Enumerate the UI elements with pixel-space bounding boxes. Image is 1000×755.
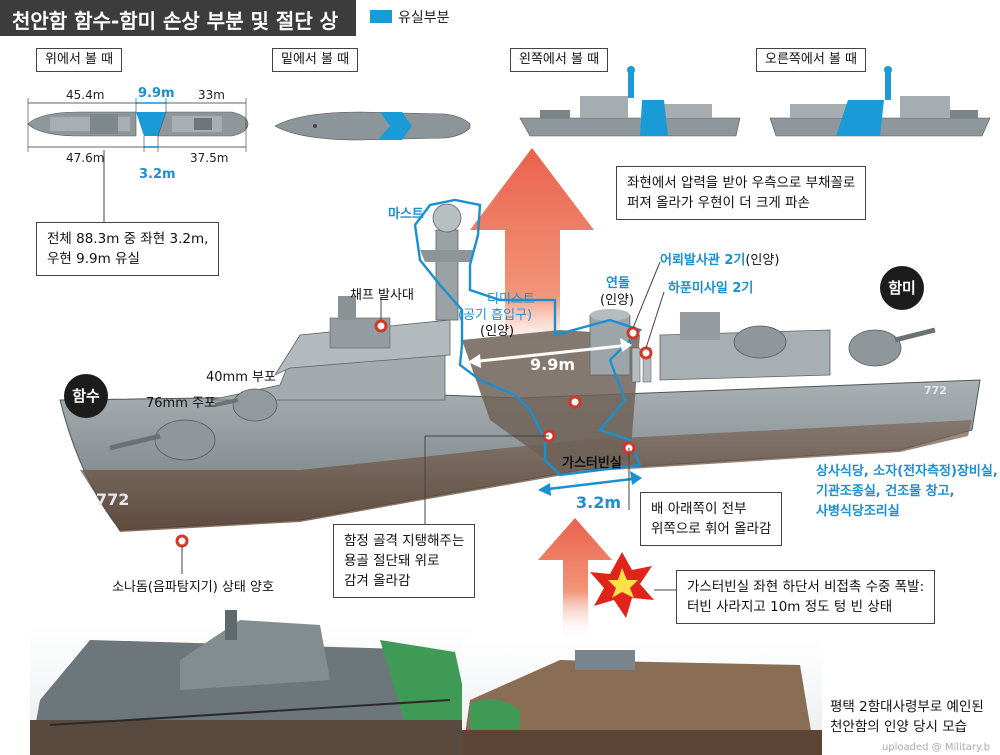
dim-47-6: 47.6m <box>66 151 105 165</box>
label-width-9-9: 9.9m <box>530 355 576 374</box>
label-funnel: 연돌 <box>606 276 630 291</box>
bottom-bend-callout: 배 아래쪽이 전부 위쪽으로 휘어 올라감 <box>640 492 783 546</box>
label-76mm: 76mm 주포 <box>146 396 216 411</box>
view-label-right: 오른쪽에서 볼 때 <box>756 48 866 72</box>
loss-callout: 전체 88.3m 중 좌현 3.2m, 우현 9.9m 유실 <box>36 222 220 276</box>
dim-45-4: 45.4m <box>66 88 105 102</box>
label-demist-raised: (인양) <box>480 324 515 339</box>
pressure-arrow <box>470 148 594 360</box>
right-view-ship <box>769 66 991 137</box>
label-demist: 디미스트 <box>487 292 535 307</box>
badge-stern: 함미 <box>880 266 924 310</box>
label-mast: 마스트 <box>388 207 424 222</box>
dim-37-5: 37.5m <box>190 151 229 165</box>
badge-bow: 함수 <box>64 374 108 418</box>
keel-callout: 함정 골격 지탱해주는 용골 절단돼 위로 감겨 올라감 <box>333 524 476 598</box>
hull-number-stern: 772 <box>924 384 947 397</box>
explosion-callout: 가스터빈실 좌현 하단서 비접촉 수중 폭발: 터빈 사라지고 10m 정도 텅… <box>676 570 936 624</box>
view-label-top: 위에서 볼 때 <box>36 48 123 72</box>
title-bar: 천안함 함수-함미 손상 부분 및 절단 상태 <box>0 0 356 62</box>
loss-outline <box>413 198 643 477</box>
legend-swatch <box>370 10 392 23</box>
label-harpoon: 하푼미사일 2기 <box>668 281 754 296</box>
label-sonar: 소나돔(음파탐지기) 상태 양호 <box>112 580 274 595</box>
top-view-ship <box>27 98 249 222</box>
view-label-left: 왼쪽에서 볼 때 <box>510 48 609 72</box>
explosion-arrow <box>538 518 612 640</box>
dim-9-9: 9.9m <box>138 86 175 101</box>
label-torpedo: 어뢰발사관 2기(인양) <box>660 253 780 268</box>
label-gas-turbine: 가스터빈실 <box>562 456 622 471</box>
dim-33: 33m <box>198 88 225 102</box>
dim-3-2: 3.2m <box>139 167 176 182</box>
leader-lines <box>181 261 665 574</box>
legend-label: 유실부분 <box>398 10 450 26</box>
page-title: 천안함 함수-함미 손상 부분 및 절단 상태 <box>12 9 339 62</box>
label-demist-sub: (공기 흡입구) <box>458 308 533 323</box>
view-label-bottom: 밑에서 볼 때 <box>272 48 359 72</box>
left-view-ship <box>519 66 741 137</box>
photo-caption: 평택 2함대사령부로 예인된 천안함의 인양 당시 모습 <box>830 699 984 735</box>
label-rooms: 상사식당, 소자(전자측정)장비실, 기관조종실, 건조물 창고, 사병식당조리… <box>816 464 998 519</box>
label-chaff: 채프 발사대 <box>350 288 414 303</box>
credit: uploaded @ Military.b <box>881 742 990 753</box>
pressure-callout: 좌현에서 압력을 받아 우측으로 부채꼴로 퍼져 올라가 우현이 더 크게 파손 <box>616 166 867 220</box>
bottom-view-ship <box>274 111 471 141</box>
photo-stern <box>462 640 822 755</box>
label-width-3-2: 3.2m <box>576 493 622 512</box>
hull-number-bow: 772 <box>96 490 130 509</box>
label-40mm: 40mm 부포 <box>206 370 276 385</box>
photo-bow <box>30 610 470 755</box>
label-funnel-raised: (인양) <box>600 293 635 308</box>
